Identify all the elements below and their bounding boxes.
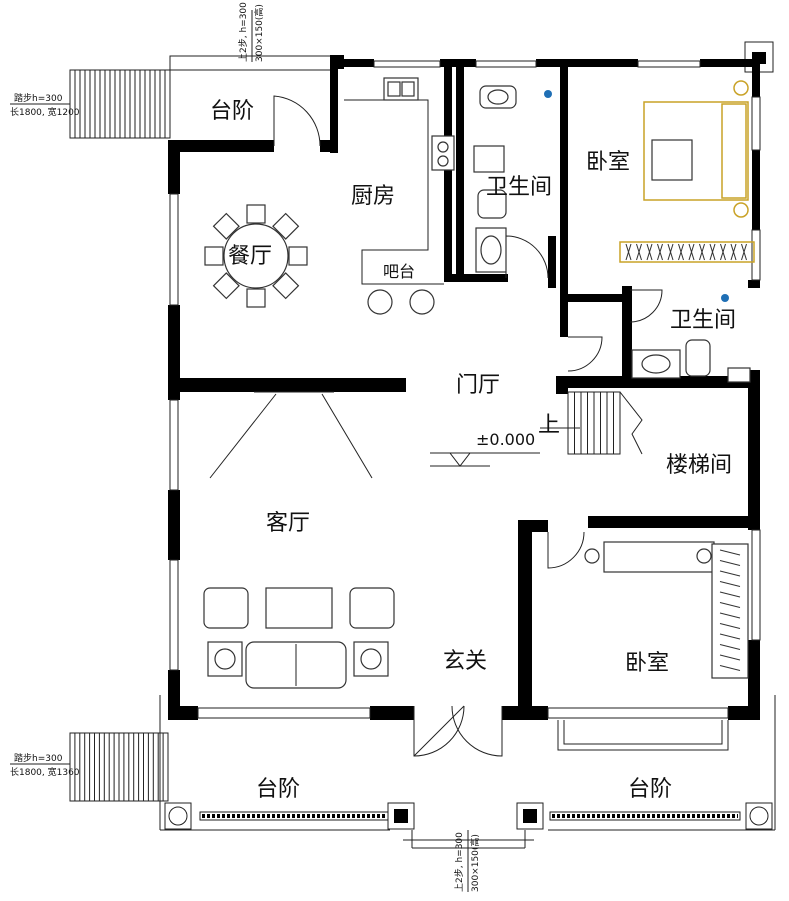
hanger	[719, 644, 741, 650]
dining-chair	[204, 246, 224, 266]
hanger	[667, 243, 674, 261]
label-living: 客厅	[266, 511, 310, 536]
hanger	[709, 243, 716, 261]
label-steps-nw: 台阶	[210, 99, 254, 124]
dining-chair	[288, 246, 308, 266]
hanger	[657, 243, 663, 261]
hanger	[719, 591, 741, 598]
label-stairwell: 楼梯间	[666, 453, 732, 478]
note-top-step-1: 上2步, h=300	[238, 2, 249, 62]
wardrobe-ne	[619, 241, 755, 263]
label-level: ±0.000	[476, 430, 535, 449]
note-left-step-b1: 踏步h=300	[14, 752, 63, 764]
dining-chair	[246, 288, 266, 308]
bathroom-1-fixtures	[473, 85, 552, 273]
hanger	[646, 243, 653, 261]
hanger	[678, 243, 684, 261]
label-bedroom-se: 卧室	[625, 651, 669, 676]
dining-chair	[212, 272, 240, 300]
note-left-step-b2: 长1800, 宽1360	[10, 766, 80, 778]
dining-chair	[272, 212, 300, 240]
left-stairs-bottom	[69, 732, 169, 802]
bay-window	[557, 720, 729, 751]
stairs	[540, 391, 643, 455]
bed-ne	[643, 80, 749, 218]
dining-table	[204, 204, 308, 308]
hanger	[719, 665, 741, 671]
hanger	[688, 243, 695, 261]
note-top-step-2: 300×150(高)	[253, 4, 265, 62]
bathroom-2-fixtures	[631, 294, 751, 383]
hanger	[719, 581, 741, 587]
left-stairs-top	[69, 69, 171, 139]
hanger	[719, 570, 741, 577]
hanger	[636, 243, 642, 261]
hanger	[719, 560, 741, 566]
hanger	[719, 633, 741, 640]
living-furniture	[203, 587, 395, 689]
label-steps-se: 台阶	[628, 777, 672, 802]
label-entrance: 玄关	[443, 649, 487, 674]
annotations: 上2步, h=300 300×150(高) 踏步h=300 长1800, 宽12…	[10, 2, 481, 892]
hanger	[720, 243, 726, 261]
label-dining: 餐厅	[228, 244, 272, 269]
label-kitchen: 厨房	[351, 184, 395, 209]
hanger	[625, 243, 632, 261]
hanger	[699, 243, 705, 261]
hanger	[719, 623, 741, 629]
dining-chair	[212, 212, 240, 240]
level-marker	[430, 452, 540, 467]
label-stair-up: 上	[538, 413, 560, 438]
kitchen-counter	[344, 77, 455, 285]
dining-chair	[272, 272, 300, 300]
dining-chair	[246, 204, 266, 224]
note-left-step-a2: 长1800, 宽1200	[10, 106, 80, 118]
walls	[168, 52, 766, 720]
bar-stools	[367, 289, 435, 315]
living-ceiling	[209, 391, 373, 479]
hanger	[741, 243, 747, 261]
doors	[273, 95, 663, 757]
hanger	[719, 602, 741, 608]
note-bottom-step-1: 上2步, h=300	[454, 832, 465, 892]
note-left-step-a1: 踏步h=300	[14, 92, 63, 104]
hanger	[719, 549, 741, 556]
hanger	[730, 243, 737, 261]
label-bathroom-1: 卫生间	[486, 175, 552, 200]
room-labels: 台阶 餐厅 厨房 卫生间 卧室 吧台 卫生间 门厅 上 ±0.000 客厅 楼梯…	[210, 99, 736, 802]
label-bedroom-ne: 卧室	[586, 150, 630, 175]
label-bar: 吧台	[383, 262, 415, 281]
hanger	[719, 612, 741, 619]
hanger	[719, 654, 741, 661]
label-hall: 门厅	[456, 373, 500, 398]
label-bathroom-2: 卫生间	[670, 308, 736, 333]
label-steps-sw: 台阶	[256, 777, 300, 802]
balustrade	[164, 802, 773, 830]
note-bottom-step-2: 300×150(高)	[469, 834, 481, 892]
bed-se	[584, 541, 749, 679]
